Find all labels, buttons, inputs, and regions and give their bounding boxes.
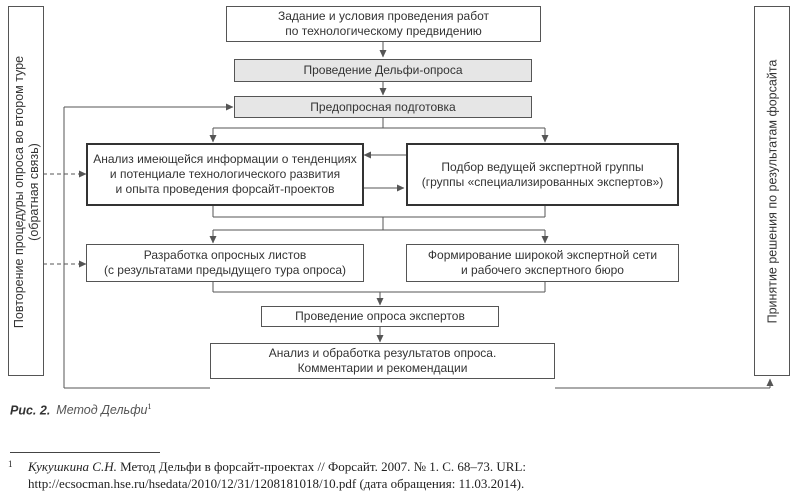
footnote-ref: 1 [147, 402, 152, 411]
figure-label: Рис. 2. [10, 403, 51, 418]
expert-survey-box: Проведение опроса экспертов [261, 306, 499, 327]
results-analysis-box: Анализ и обработка результатов опроса. К… [210, 343, 555, 379]
right-decision-panel: Принятие решения по результатам форсайта [754, 6, 790, 376]
footnote-number: 1 [8, 459, 13, 469]
footnote-text: Метод Дельфи в форсайт-проектах // Форса… [28, 459, 527, 491]
connector-lines [43, 42, 774, 389]
questionnaire-development-box: Разработка опросных листов (с результата… [86, 244, 364, 282]
figure-title: Метод Дельфи [56, 403, 148, 418]
footnote-divider [10, 452, 160, 453]
pre-survey-prep-box: Предопросная подготовка [234, 96, 532, 118]
left-feedback-panel: Повторение процедуры опроса во втором ту… [8, 6, 44, 376]
delphi-survey-box: Проведение Дельфи-опроса [234, 59, 532, 82]
footnote: 1 Кукушкина С.Н. Метод Дельфи в форсайт-… [8, 458, 798, 492]
information-analysis-box: Анализ имеющейся информации о тенденциях… [86, 143, 364, 206]
expert-group-selection-box: Подбор ведущей экспертной группы (группы… [406, 143, 679, 206]
footnote-author: Кукушкина С.Н. [28, 459, 117, 474]
task-conditions-box: Задание и условия проведения работ по те… [226, 6, 541, 42]
left-panel-label: Повторение процедуры опроса во втором ту… [12, 55, 41, 329]
figure-caption: Рис. 2. Метод Дельфи1 [10, 402, 151, 418]
right-panel-label: Принятие решения по результатам форсайта [765, 59, 780, 324]
expert-network-box: Формирование широкой экспертной сети и р… [406, 244, 679, 282]
